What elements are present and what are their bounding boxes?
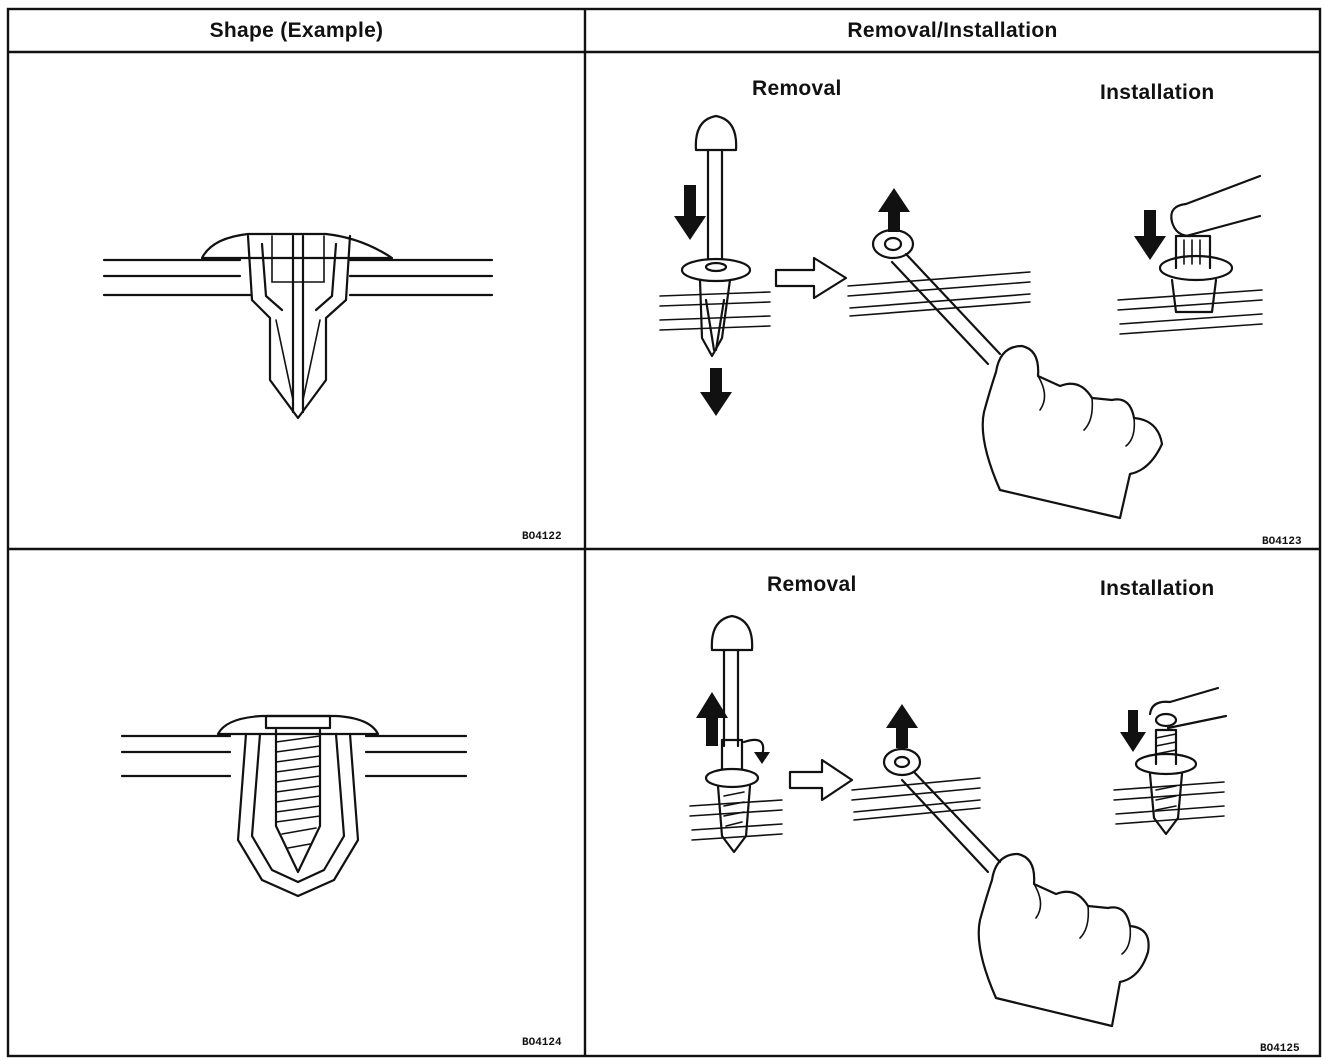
header-removal-installation: Removal/Installation	[847, 19, 1058, 42]
push-clip-removal-illustration	[659, 114, 1164, 520]
row1-shape-code: BO4122	[522, 531, 562, 543]
row2-shape-code: BO4124	[522, 1037, 562, 1049]
push-clip-shape-illustration	[102, 232, 494, 420]
screw-clip-removal-illustration	[689, 614, 1150, 1028]
row1-installation-label: Installation	[1100, 81, 1215, 104]
row1-removal-label: Removal	[752, 77, 842, 100]
header-shape: Shape (Example)	[209, 19, 384, 42]
row1-procedure-code: BO4123	[1262, 536, 1302, 548]
row2-installation-label: Installation	[1100, 577, 1215, 600]
row2-procedure-code: BO4125	[1260, 1043, 1300, 1055]
table-grid	[6, 7, 1322, 1058]
screw-clip-installation-illustration	[1113, 686, 1228, 836]
screw-clip-shape-illustration	[120, 714, 468, 898]
row2-removal-label: Removal	[767, 573, 857, 596]
push-clip-installation-illustration	[1117, 174, 1263, 335]
